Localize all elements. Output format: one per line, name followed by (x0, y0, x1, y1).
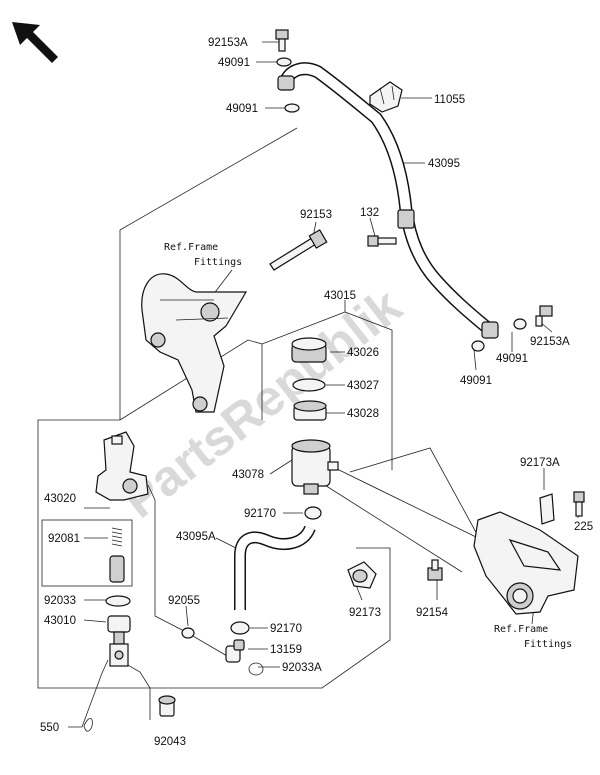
label-43027: 43027 (347, 380, 379, 392)
label-49091-top: 49091 (218, 57, 250, 69)
label-92173: 92173 (349, 607, 381, 619)
bolt-132 (367, 235, 397, 247)
label-43078: 43078 (232, 469, 264, 481)
push-rod-43010 (107, 615, 131, 667)
label-43015: 43015 (324, 290, 356, 302)
direction-arrow-icon (12, 22, 58, 63)
label-92055: 92055 (168, 595, 200, 607)
clip-92170-top (304, 506, 322, 520)
clip-92170-bottom (230, 621, 250, 635)
o-ring-92055 (181, 627, 195, 639)
diaphragm-plate-43027 (292, 378, 326, 392)
piston-kit-92081 (109, 527, 125, 583)
label-132: 132 (360, 207, 379, 219)
label-92170-bottom: 92170 (270, 623, 302, 635)
label-49091-mid: 49091 (226, 103, 258, 115)
hose-clamp-11055 (369, 81, 403, 113)
caliper-bracket (473, 493, 579, 615)
label-550: 550 (40, 722, 59, 734)
ref-frame-fittings-upper-line1: Ref.Frame (164, 242, 218, 253)
bolt-92153A-right (535, 305, 553, 327)
reservoir-cap-43026 (291, 337, 327, 363)
label-11055: 11055 (434, 94, 465, 106)
reservoir-43078 (291, 439, 339, 495)
ref-frame-fittings-lower-line1: Ref.Frame (494, 624, 548, 635)
label-92153A-top: 92153A (208, 37, 248, 49)
clevis-pin-92043 (158, 695, 176, 717)
circlip-92033 (105, 595, 131, 607)
label-92043: 92043 (154, 736, 186, 748)
label-43010: 43010 (44, 615, 76, 627)
cotter-pin-550 (83, 718, 93, 732)
label-92033: 92033 (44, 595, 76, 607)
label-92153: 92153 (300, 209, 332, 221)
label-225: 225 (574, 521, 593, 533)
washer-49091-mid (284, 103, 300, 113)
label-43028: 43028 (347, 408, 379, 420)
washer-49091-right2 (471, 340, 485, 352)
label-43020: 43020 (44, 493, 76, 505)
label-92081: 92081 (48, 533, 80, 545)
bolt-225 (573, 491, 585, 517)
bolt-92153 (269, 229, 328, 271)
label-43095: 43095 (428, 158, 460, 170)
label-13159: 13159 (270, 644, 302, 656)
clamp-92173 (347, 561, 377, 589)
diaphragm-43028 (293, 400, 327, 421)
banjo-bolt-top (275, 29, 289, 52)
brake-hose-43095 (277, 62, 499, 339)
upper-bracket (141, 273, 248, 413)
master-cylinder-43020 (95, 431, 149, 501)
fitting-13159 (225, 639, 245, 663)
washer-49091-top (276, 57, 292, 67)
label-92154: 92154 (416, 607, 449, 619)
label-49091-right2: 49091 (460, 375, 492, 387)
label-43026: 43026 (347, 347, 379, 359)
label-92170-top: 92170 (244, 508, 276, 520)
bolt-92154 (427, 559, 443, 581)
label-43095A: 43095A (176, 531, 216, 543)
ref-frame-fittings-upper-line2: Fittings (194, 257, 242, 268)
label-92173A: 92173A (520, 457, 560, 469)
washer-49091-right1 (513, 318, 527, 330)
snap-ring-92033A (248, 662, 264, 676)
reservoir-hose-43095A (234, 525, 316, 610)
label-92033A: 92033A (282, 662, 322, 674)
label-92153A-right: 92153A (530, 336, 570, 348)
ref-frame-fittings-lower-line2: Fittings (524, 639, 572, 650)
label-49091-right1: 49091 (496, 353, 528, 365)
